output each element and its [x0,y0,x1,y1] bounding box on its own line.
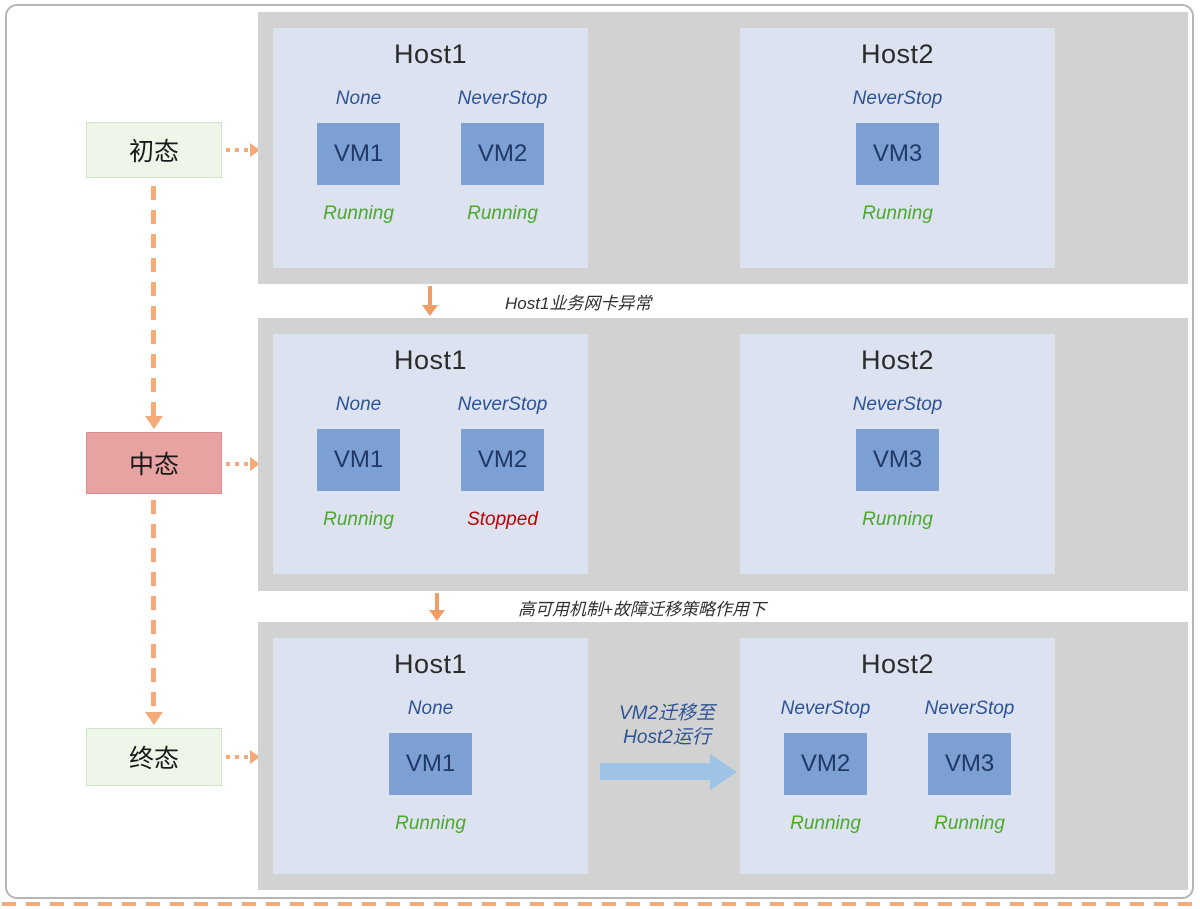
state-flow-dashed-line-2 [151,500,156,712]
state-link-arrowhead-3 [250,750,260,764]
host2-panel: Host2 NeverStop VM3 Running [740,28,1055,268]
vm-row: None VM1 Running [377,698,485,835]
vm-policy-label: NeverStop [457,88,548,109]
vm-status-label: Running [934,813,1005,834]
vm-box: VM1 [317,429,400,491]
host-title: Host1 [393,345,468,375]
stage-final: Host1 None VM1 Running Host2 NeverStop V… [258,622,1188,890]
vm-row: NeverStop VM3 Running [844,88,952,225]
outer-border [5,4,1194,899]
transition-arrow-1 [428,286,432,306]
vm-status-label: Running [862,203,933,224]
state-link-arrowhead-1 [250,143,260,157]
vm-policy-label: None [407,698,454,719]
vm-column: NeverStop VM3 Running [844,88,952,225]
vm-status-label: Running [323,203,394,224]
vm-status-label: Running [323,509,394,530]
state-box-final: 终态 [86,728,222,786]
host1-panel: Host1 None VM1 Running NeverStop VM2 Sto… [273,334,588,574]
vm-row: NeverStop VM3 Running [844,394,952,531]
vm-policy-label: NeverStop [852,394,943,415]
host2-panel: Host2 NeverStop VM2 Running NeverStop VM… [740,638,1055,874]
vm-status-label: Running [790,813,861,834]
vm-box: VM2 [461,429,544,491]
bottom-dashed-line [2,902,1198,906]
vm-column: None VM1 Running [305,394,413,531]
host1-panel: Host1 None VM1 Running NeverStop VM2 Run… [273,28,588,268]
host1-panel: Host1 None VM1 Running [273,638,588,874]
vm-status-label: Running [467,203,538,224]
state-flow-arrowhead-1 [145,416,163,429]
transition-arrowhead-1 [422,305,438,316]
vm-column: NeverStop VM2 Running [449,88,557,225]
vm-status-label: Running [395,813,466,834]
vm-policy-label: NeverStop [780,698,871,719]
transition-caption-2: 高可用机制+故障迁移策略作用下 [518,600,766,619]
state-link-dotted-line-3 [226,755,250,759]
vm-status-label: Stopped [467,509,538,530]
transition-arrow-2 [435,593,439,611]
vm-box: VM1 [317,123,400,185]
state-box-initial: 初态 [86,122,222,178]
stage-middle: Host1 None VM1 Running NeverStop VM2 Sto… [258,318,1188,591]
vm-box: VM3 [928,733,1011,795]
stage-initial: Host1 None VM1 Running NeverStop VM2 Run… [258,12,1188,284]
host2-panel: Host2 NeverStop VM3 Running [740,334,1055,574]
vm-row: None VM1 Running NeverStop VM2 Running [305,88,557,225]
vm-box: VM3 [856,429,939,491]
vm-status-label: Running [862,509,933,530]
vm-column: NeverStop VM3 Running [916,698,1024,835]
state-link-arrowhead-2 [250,457,260,471]
vm-column: None VM1 Running [377,698,485,835]
host-title: Host2 [860,345,935,375]
migration-label-line2: Host2运行 [623,727,711,749]
state-flow-dashed-line-1 [151,186,156,416]
host-title: Host2 [860,649,935,679]
host-title: Host1 [393,649,468,679]
vm-box: VM1 [389,733,472,795]
host-title: Host2 [860,39,935,69]
vm-policy-label: None [335,88,382,109]
vm-box: VM2 [461,123,544,185]
vm-column: NeverStop VM3 Running [844,394,952,531]
vm-box: VM3 [856,123,939,185]
transition-caption-1: Host1业务网卡异常 [505,294,652,313]
migration-label-line1: VM2迁移至 [618,703,716,724]
transition-arrowhead-2 [429,610,445,621]
vm-column: NeverStop VM2 Running [772,698,880,835]
migration-arrowhead [710,754,737,790]
vm-policy-label: NeverStop [852,88,943,109]
vm-policy-label: None [335,394,382,415]
vm-column: None VM1 Running [305,88,413,225]
vm-row: NeverStop VM2 Running NeverStop VM3 Runn… [772,698,1024,835]
state-box-middle: 中态 [86,432,222,494]
state-link-dotted-line-1 [226,148,250,152]
migration-arrow [600,763,710,780]
vm-row: None VM1 Running NeverStop VM2 Stopped [305,394,557,531]
vm-policy-label: NeverStop [457,394,548,415]
host-title: Host1 [393,39,468,69]
vm-box: VM2 [784,733,867,795]
state-link-dotted-line-2 [226,462,250,466]
vm-column: NeverStop VM2 Stopped [449,394,557,531]
vm-policy-label: NeverStop [924,698,1015,719]
state-flow-arrowhead-2 [145,712,163,725]
migration-label: VM2迁移至 Host2运行 [596,702,738,751]
